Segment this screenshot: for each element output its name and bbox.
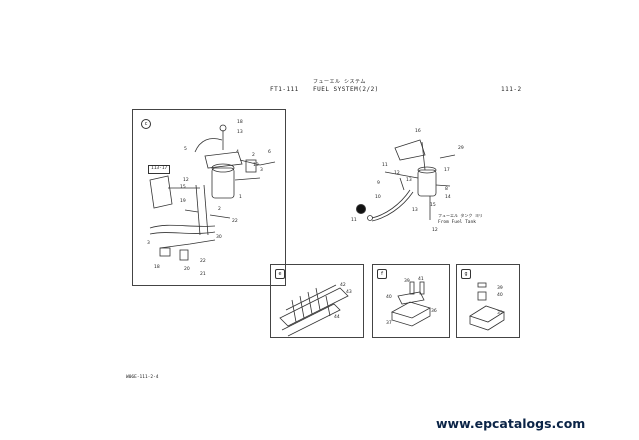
section-title-jp: フューエル システム — [313, 79, 366, 85]
part-label: 18 — [154, 264, 160, 270]
part-label: 10 — [375, 194, 381, 200]
panel-g-tag: g — [461, 269, 471, 279]
panel-g-frame — [456, 264, 520, 338]
watermark: www.epcatalogs.com — [436, 416, 586, 431]
doc-reference: W06E-111-2-4 — [126, 375, 159, 380]
part-label: 39 — [497, 285, 503, 291]
part-label: 44 — [334, 314, 340, 320]
part-label: 2 — [218, 206, 221, 212]
part-label: 11 — [351, 217, 357, 223]
part-label: 6 — [268, 149, 271, 155]
part-label: 39 — [404, 278, 410, 284]
part-label: 13 — [406, 177, 412, 183]
part-label: 13 — [237, 129, 243, 135]
part-label: 14 — [445, 194, 451, 200]
panel-c-tag: c — [141, 119, 151, 129]
panel-e-frame — [270, 264, 364, 338]
part-label: 1 — [239, 194, 242, 200]
part-label: 3 — [260, 167, 263, 173]
part-label: 15 — [430, 202, 436, 208]
part-label: 4 — [236, 149, 239, 155]
panel-f-frame — [372, 264, 450, 338]
part-label: 11 — [382, 162, 388, 168]
part-label: 9 — [377, 180, 380, 186]
part-label: 43 — [346, 289, 352, 295]
part-label: 17 — [444, 167, 450, 173]
reference-label: 113-17 — [148, 165, 171, 174]
fuel-tank-note: From Fuel Tank — [438, 220, 476, 225]
part-label: 22 — [200, 258, 206, 264]
part-label: 19 — [180, 198, 186, 204]
section-code: FT1-111 — [270, 86, 299, 93]
part-label: 12 — [432, 227, 438, 233]
callout-b-marker — [356, 204, 366, 214]
part-label: 42 — [340, 282, 346, 288]
part-label: 13 — [412, 207, 418, 213]
part-label: 40 — [386, 294, 392, 300]
part-label: 13 — [253, 162, 259, 168]
part-label: 2 — [252, 152, 255, 158]
part-label: 36 — [431, 308, 437, 314]
part-label: 40 — [497, 292, 503, 298]
part-label: 15 — [180, 184, 186, 190]
panel-e-tag: e — [275, 269, 285, 279]
panel-c-frame — [132, 109, 286, 286]
part-label: 21 — [200, 271, 206, 277]
part-label: 16 — [415, 128, 421, 134]
part-label: 29 — [458, 145, 464, 151]
part-label: 30 — [216, 234, 222, 240]
section-title: FUEL SYSTEM(2/2) — [313, 86, 379, 93]
page-number: 111-2 — [501, 86, 522, 93]
part-label: 5 — [184, 146, 187, 152]
part-label: 35 — [497, 310, 503, 316]
part-label: 3 — [147, 240, 150, 246]
part-label: 8 — [445, 186, 448, 192]
part-label: 22 — [232, 218, 238, 224]
part-label: 41 — [418, 276, 424, 282]
fuel-tank-note-jp: フューエル タンク ヨリ — [438, 213, 483, 218]
part-label: 18 — [237, 119, 243, 125]
part-label: 37 — [386, 320, 392, 326]
part-label: 20 — [184, 266, 190, 272]
part-label: 12 — [183, 177, 189, 183]
panel-f-tag: f — [377, 269, 387, 279]
part-label: 12 — [394, 170, 400, 176]
